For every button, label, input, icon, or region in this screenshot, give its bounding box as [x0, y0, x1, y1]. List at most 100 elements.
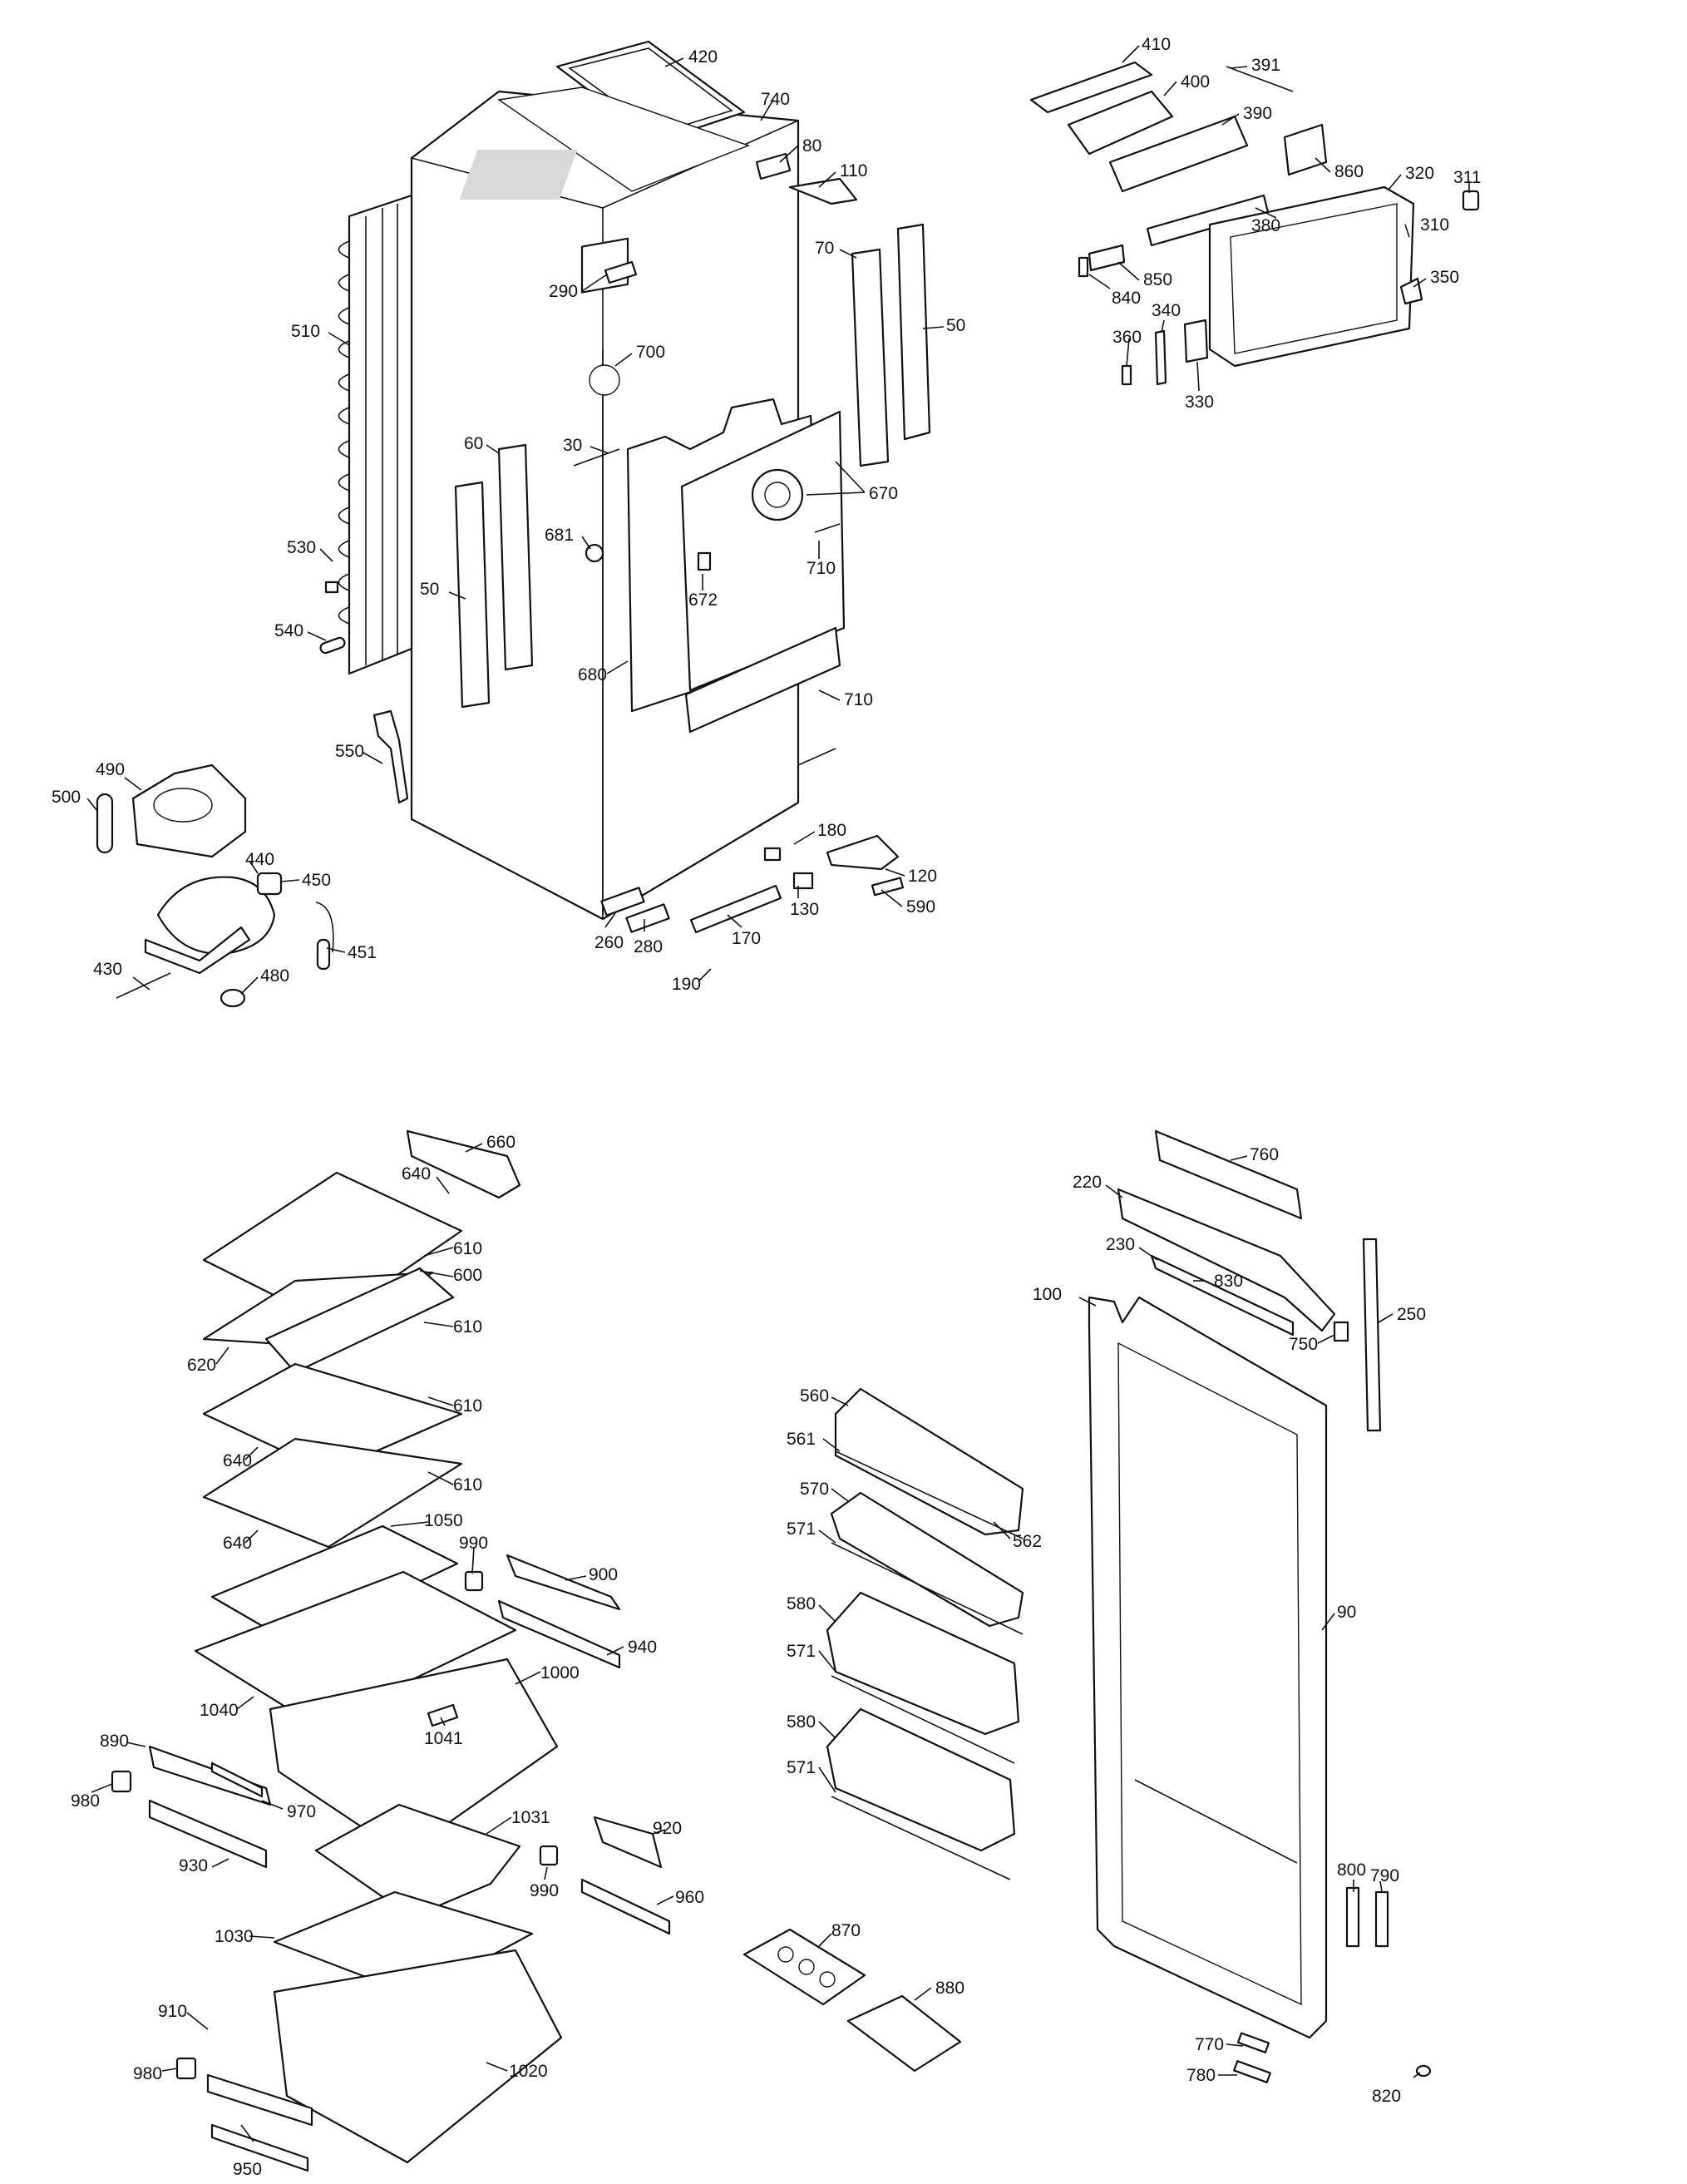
label-550: 550 — [335, 742, 364, 761]
label-660: 660 — [486, 1133, 515, 1152]
label-390: 390 — [1243, 104, 1272, 123]
label-590: 590 — [906, 897, 935, 917]
label-410: 410 — [1142, 35, 1171, 54]
labels-top-left: 420 740 80 110 290 70 50 510 700 60 30 6… — [52, 47, 965, 994]
label-451: 451 — [348, 943, 377, 962]
label-820: 820 — [1372, 2087, 1401, 2106]
label-890: 890 — [100, 1732, 129, 1751]
label-571-c: 571 — [787, 1758, 816, 1777]
leader-lines — [86, 45, 1470, 2142]
label-770: 770 — [1195, 2035, 1224, 2054]
label-860: 860 — [1334, 162, 1364, 181]
label-1040: 1040 — [200, 1701, 239, 1720]
label-670: 670 — [869, 484, 898, 503]
label-610-b: 610 — [453, 1317, 482, 1337]
label-70: 70 — [815, 239, 834, 258]
label-50-right: 50 — [946, 316, 965, 335]
label-500: 500 — [52, 788, 81, 807]
label-540: 540 — [274, 621, 303, 640]
label-910: 910 — [158, 2002, 187, 2021]
label-870: 870 — [831, 1921, 861, 1940]
label-570: 570 — [800, 1480, 829, 1499]
labels-bottom-mid: 560 561 562 570 571 580 571 580 571 870 … — [787, 1386, 1042, 1998]
label-940: 940 — [628, 1638, 657, 1657]
label-260: 260 — [594, 933, 624, 952]
label-30: 30 — [563, 436, 582, 455]
door-bins-assembly — [742, 1387, 1024, 2073]
label-571-b: 571 — [787, 1642, 816, 1661]
label-970: 970 — [287, 1802, 316, 1821]
label-900: 900 — [589, 1565, 618, 1584]
shelf-drawer-assembly — [111, 1129, 671, 2172]
label-950: 950 — [233, 2160, 262, 2179]
label-610-c: 610 — [453, 1396, 482, 1416]
door-assembly — [1088, 1129, 1432, 2083]
label-710-upper: 710 — [807, 559, 836, 578]
label-800: 800 — [1337, 1860, 1366, 1880]
label-750: 750 — [1289, 1335, 1318, 1354]
labels-top-right: 410 391 400 390 860 320 311 380 310 850 … — [1112, 35, 1481, 412]
label-480: 480 — [260, 966, 289, 986]
label-220: 220 — [1073, 1173, 1102, 1192]
label-990-upper: 990 — [459, 1534, 488, 1553]
label-562: 562 — [1013, 1532, 1042, 1551]
label-560: 560 — [800, 1386, 829, 1406]
label-780: 780 — [1186, 2066, 1216, 2085]
label-330: 330 — [1185, 393, 1214, 412]
label-360: 360 — [1112, 328, 1142, 347]
label-740: 740 — [761, 90, 790, 109]
label-580-b: 580 — [787, 1712, 816, 1732]
label-880: 880 — [935, 1979, 964, 1998]
label-920: 920 — [653, 1819, 682, 1838]
label-640-low: 640 — [223, 1534, 252, 1553]
label-60: 60 — [464, 434, 483, 453]
label-391: 391 — [1251, 56, 1280, 75]
label-640-top: 640 — [402, 1164, 431, 1183]
label-180: 180 — [817, 821, 846, 840]
label-960: 960 — [675, 1888, 704, 1907]
label-620: 620 — [187, 1356, 216, 1375]
label-311: 311 — [1453, 168, 1481, 187]
label-610-a: 610 — [453, 1239, 482, 1258]
label-320: 320 — [1405, 164, 1434, 183]
label-380: 380 — [1251, 216, 1280, 235]
label-90: 90 — [1337, 1603, 1356, 1622]
cabinet-assembly — [96, 40, 931, 1008]
label-250: 250 — [1397, 1305, 1426, 1324]
label-310: 310 — [1420, 215, 1449, 235]
label-530: 530 — [287, 538, 316, 557]
label-510: 510 — [291, 322, 320, 341]
label-80: 80 — [802, 136, 821, 156]
label-850: 850 — [1143, 270, 1172, 289]
label-840: 840 — [1112, 289, 1141, 308]
control-panel-assembly — [1029, 61, 1480, 386]
label-1041: 1041 — [424, 1729, 463, 1748]
label-990-lower: 990 — [530, 1881, 559, 1900]
label-790: 790 — [1370, 1866, 1399, 1885]
labels-bottom-left: 660 640 610 600 610 620 610 640 610 640 … — [71, 1133, 704, 2179]
label-610-d: 610 — [453, 1475, 482, 1495]
label-350: 350 — [1430, 268, 1459, 287]
label-640-mid: 640 — [223, 1451, 252, 1470]
label-580-a: 580 — [787, 1594, 816, 1613]
label-430: 430 — [93, 960, 122, 979]
label-190: 190 — [672, 975, 701, 994]
label-681: 681 — [545, 526, 574, 545]
label-130: 130 — [790, 900, 819, 919]
label-561: 561 — [787, 1430, 816, 1449]
label-120: 120 — [908, 867, 937, 886]
label-1031: 1031 — [511, 1808, 550, 1827]
label-440: 440 — [245, 850, 274, 869]
label-50-left: 50 — [420, 580, 439, 599]
label-571-a: 571 — [787, 1519, 816, 1539]
label-1050: 1050 — [424, 1511, 463, 1530]
label-980-lower: 980 — [133, 2064, 162, 2083]
label-340: 340 — [1152, 301, 1181, 320]
label-400: 400 — [1181, 72, 1210, 91]
label-100: 100 — [1033, 1285, 1062, 1304]
label-760: 760 — [1250, 1145, 1279, 1164]
label-700: 700 — [636, 343, 665, 362]
labels-bottom-right: 760 220 230 830 100 750 250 90 800 790 7… — [1033, 1145, 1426, 2106]
label-170: 170 — [732, 929, 761, 948]
